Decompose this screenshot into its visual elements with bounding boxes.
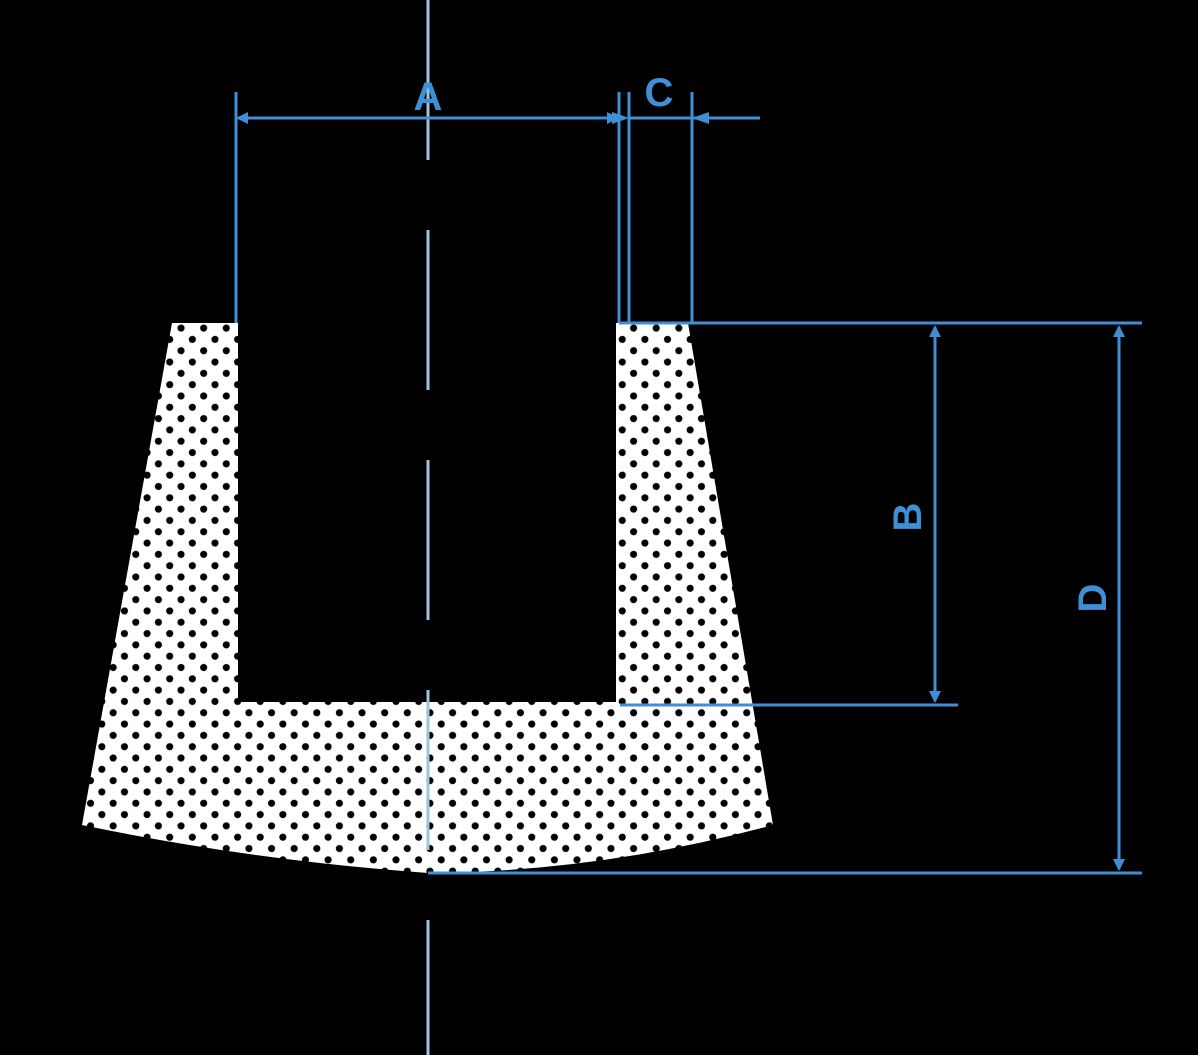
dimension-d-label: D — [1071, 584, 1115, 613]
u-profile-section — [82, 323, 773, 873]
dimension-c-arrow-left — [612, 112, 629, 124]
dimension-b-label: B — [886, 503, 930, 532]
dimension-a-label: A — [414, 75, 443, 119]
dimension-c-label: C — [645, 71, 674, 115]
dimension-c-arrow-right — [692, 112, 709, 124]
